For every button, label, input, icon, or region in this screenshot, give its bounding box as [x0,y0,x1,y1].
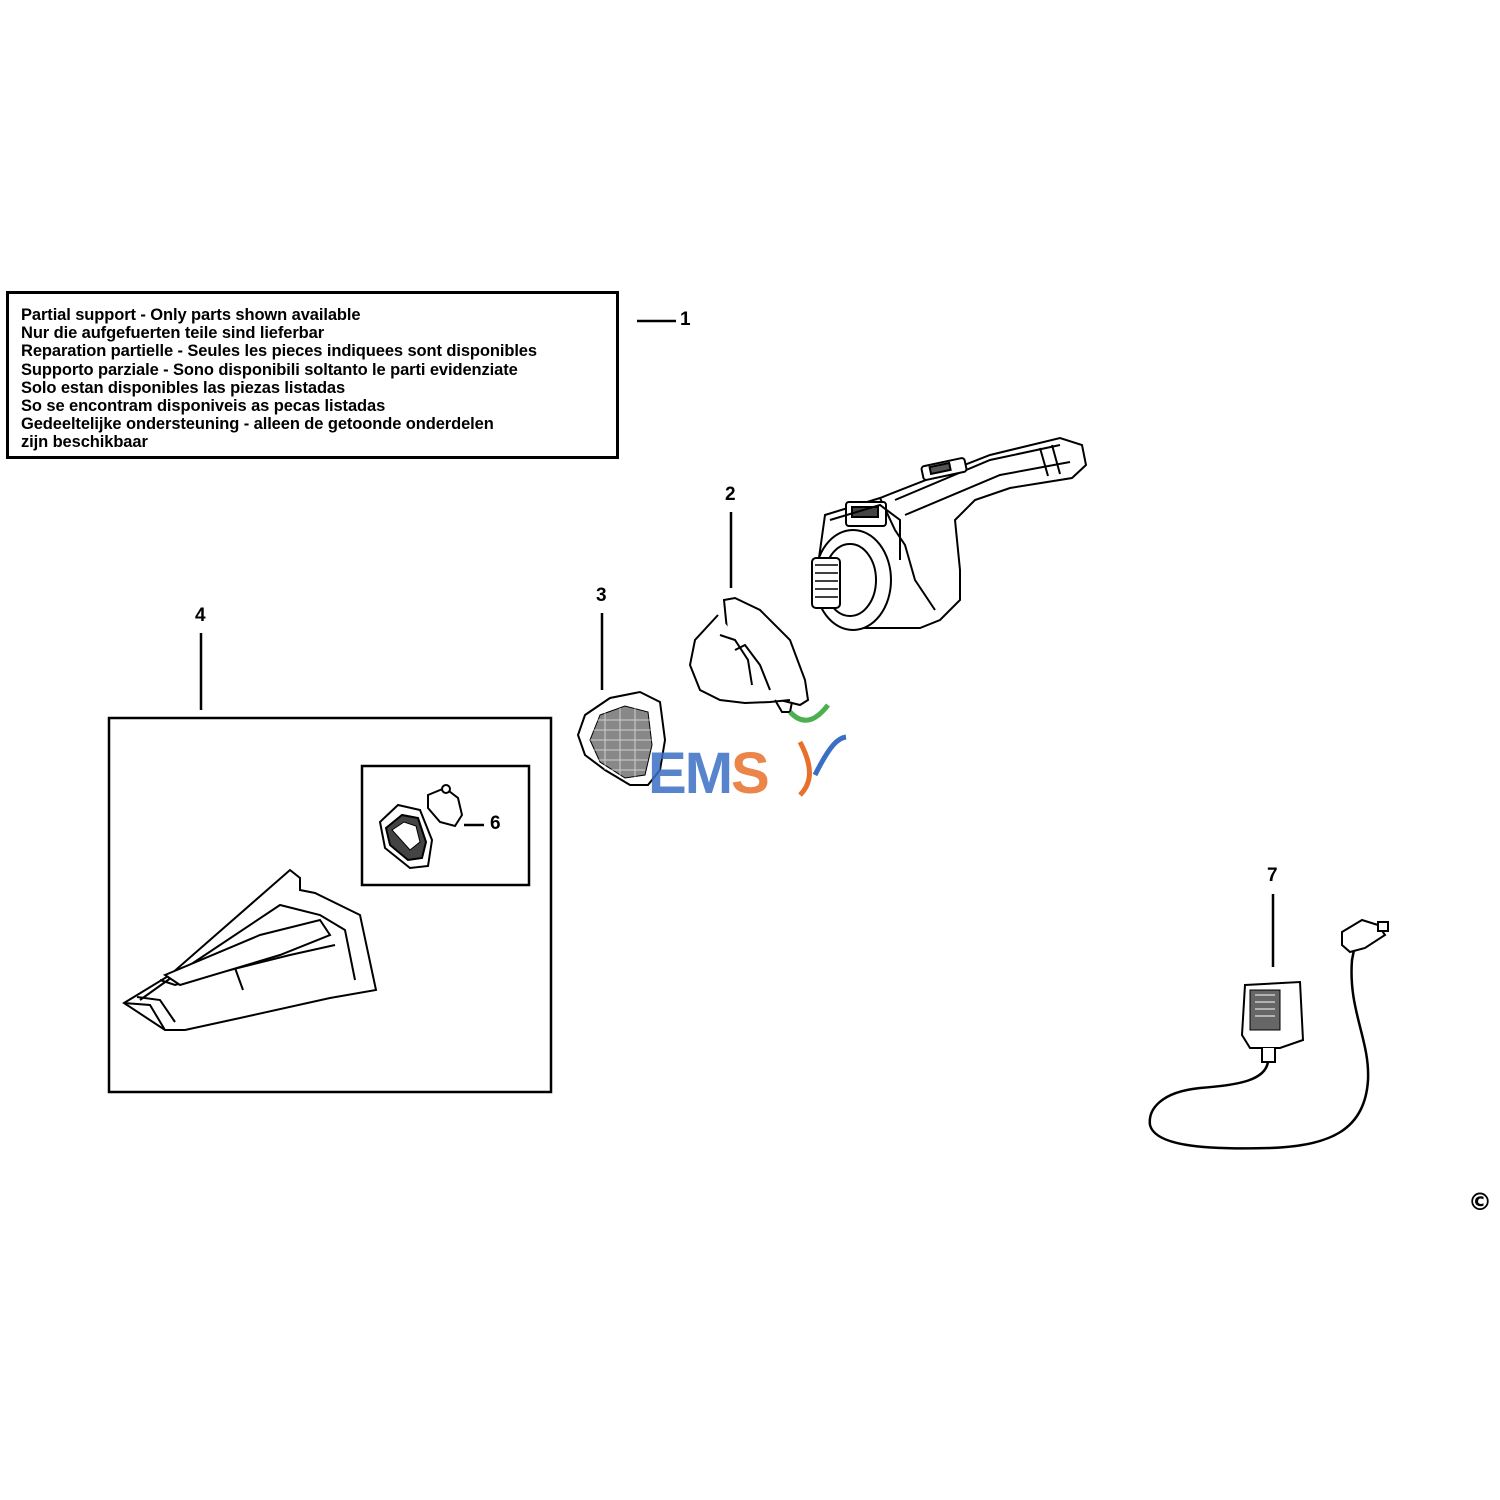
notice-line: Partial support - Only parts shown avail… [21,306,361,324]
watermark-letter: E [648,741,687,806]
part-6-box [360,764,531,887]
notice-line: Solo estan disponibles las piezas listad… [21,378,346,397]
pre-filter-icon [688,596,810,713]
notice-line: zijn beschikbaar [21,433,148,452]
watermark-letter: S [731,741,770,806]
callout-7: 7 [1267,865,1278,886]
copyright-mark: © [1468,1188,1492,1216]
notice-line: Nur die aufgefuerten teile sind lieferba… [21,324,325,343]
watermark-swoosh-icon [788,703,847,797]
callout-1: 1 [680,309,691,330]
nozzle-icon [122,868,378,1031]
filter-insert-icon [378,784,464,870]
partial-support-notice: Partial support - Only parts shown avail… [6,291,619,459]
callout-6: 6 [490,813,501,834]
leader-lines [199,319,1275,967]
notice-line: Reparation partielle - Seules les pieces… [21,342,537,361]
part-4-box [107,716,553,1094]
callout-4: 4 [195,605,206,626]
callout-3: 3 [596,585,607,606]
filter-icon [576,690,667,786]
notice-line: Gedeeltelijke ondersteuning - alleen de … [21,415,494,434]
notice-line: Supporto parziale - Sono disponibili sol… [21,360,518,379]
notice-line: So se encontram disponiveis as pecas lis… [21,397,386,416]
callout-2: 2 [725,484,736,505]
ems-watermark: EMS [648,740,770,807]
vacuum-body-icon [811,436,1088,631]
watermark-letter: M [684,741,733,806]
charger-icon [1148,918,1389,1150]
